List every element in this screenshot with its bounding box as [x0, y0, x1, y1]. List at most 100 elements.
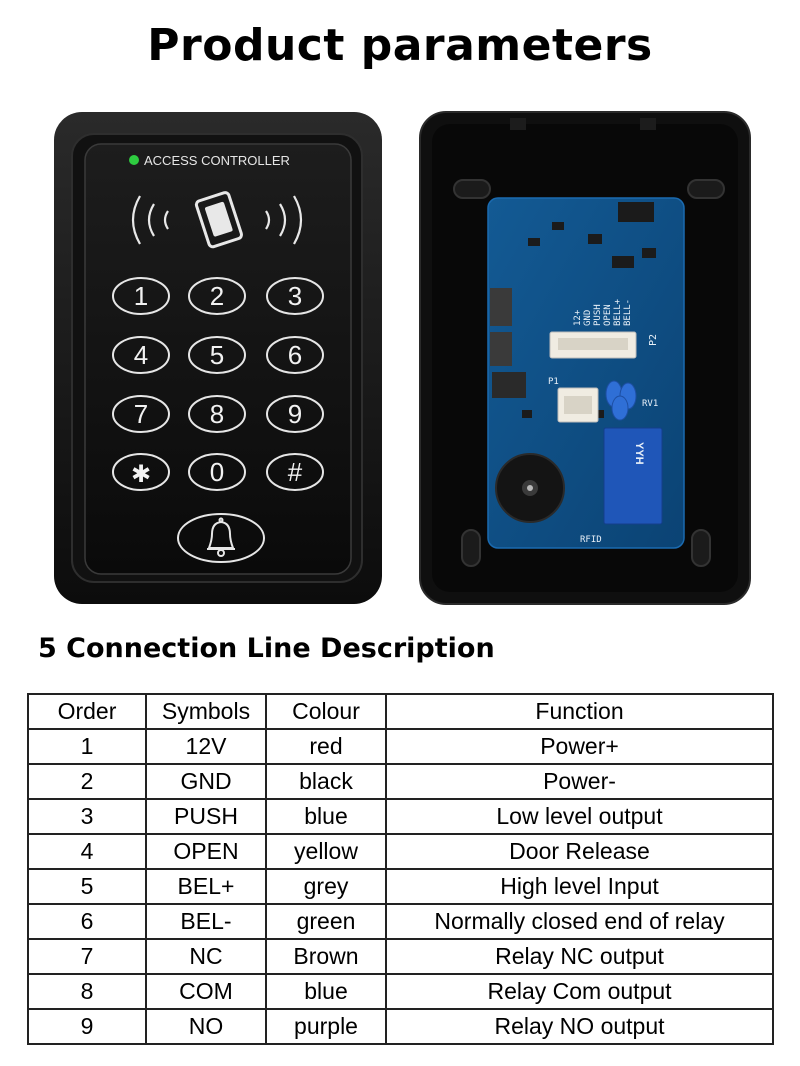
svg-text:RV1: RV1: [642, 399, 658, 409]
table-row: 6 BEL- green Normally closed end of rela…: [27, 903, 774, 940]
cell-function: Door Release: [385, 833, 774, 870]
table-row: 2 GND black Power-: [27, 763, 774, 800]
key-8[interactable]: 8: [188, 395, 246, 433]
cell-symbol: PUSH: [145, 798, 267, 835]
cell-colour: black: [265, 763, 387, 800]
bell-icon: [207, 517, 235, 557]
table-row: 3 PUSH blue Low level output: [27, 798, 774, 835]
mount-slot: [453, 179, 491, 199]
cell-symbol: COM: [145, 973, 267, 1010]
svg-text:1: 1: [134, 281, 148, 311]
potentiometer-rv1: [605, 380, 637, 421]
key-1[interactable]: 1: [112, 277, 170, 315]
svg-text:5: 5: [210, 340, 224, 370]
section-title: 5 Connection Line Description: [38, 633, 495, 664]
svg-text:12+: 12+: [573, 309, 583, 326]
cell-colour: grey: [265, 868, 387, 905]
cell-colour: green: [265, 903, 387, 940]
doorbell-button[interactable]: [177, 513, 265, 563]
key-hash[interactable]: #: [266, 453, 324, 491]
table-row: 9 NO purple Relay NO output: [27, 1008, 774, 1045]
svg-text:BELL-: BELL-: [623, 299, 633, 326]
header-function: Function: [385, 693, 774, 730]
svg-text:RFID: RFID: [580, 535, 602, 545]
svg-text:#: #: [288, 457, 303, 487]
cell-symbol: GND: [145, 763, 267, 800]
svg-text:9: 9: [288, 399, 302, 429]
header-symbols: Symbols: [145, 693, 267, 730]
svg-text:PUSH: PUSH: [593, 304, 603, 326]
cell-symbol: NC: [145, 938, 267, 975]
svg-text:P2: P2: [648, 334, 659, 346]
cell-colour: purple: [265, 1008, 387, 1045]
product-photo: ACCESS CONTROLLER 1 2: [54, 111, 751, 605]
svg-text:0: 0: [210, 457, 224, 487]
svg-text:6: 6: [288, 340, 302, 370]
cell-order: 4: [27, 833, 147, 870]
cell-order: 8: [27, 973, 147, 1010]
key-4[interactable]: 4: [112, 336, 170, 374]
keypad-brand-label: ACCESS CONTROLLER: [144, 153, 290, 168]
svg-text:BELL+: BELL+: [613, 298, 623, 326]
cell-symbol: BEL+: [145, 868, 267, 905]
cell-order: 6: [27, 903, 147, 940]
cell-function: Relay Com output: [385, 973, 774, 1010]
cell-colour: blue: [265, 798, 387, 835]
cell-order: 5: [27, 868, 147, 905]
cell-function: Power-: [385, 763, 774, 800]
table-header-row: Order Symbols Colour Function: [27, 693, 774, 730]
table-row: 4 OPEN yellow Door Release: [27, 833, 774, 870]
status-led-icon: [129, 155, 139, 165]
cell-function: Relay NC output: [385, 938, 774, 975]
cell-order: 7: [27, 938, 147, 975]
cell-function: High level Input: [385, 868, 774, 905]
cell-symbol: BEL-: [145, 903, 267, 940]
svg-text:OPEN: OPEN: [603, 304, 613, 326]
svg-text:P1: P1: [548, 377, 559, 387]
mount-slot: [687, 179, 725, 199]
rfid-card-icon: [131, 191, 303, 249]
mount-slot: [461, 529, 481, 567]
connector-p1: [557, 387, 599, 423]
cell-symbol: OPEN: [145, 833, 267, 870]
cell-order: 9: [27, 1008, 147, 1045]
svg-text:2: 2: [210, 281, 224, 311]
key-6[interactable]: 6: [266, 336, 324, 374]
svg-text:YYH: YYH: [633, 442, 645, 465]
table-row: 8 COM blue Relay Com output: [27, 973, 774, 1010]
key-star[interactable]: ✱: [112, 453, 170, 491]
key-5[interactable]: 5: [188, 336, 246, 374]
relay: YYH: [603, 427, 663, 525]
keypad-face: [84, 143, 352, 575]
svg-text:4: 4: [134, 340, 148, 370]
connector-p2: [549, 331, 637, 359]
cell-colour: yellow: [265, 833, 387, 870]
key-0[interactable]: 0: [188, 453, 246, 491]
header-colour: Colour: [265, 693, 387, 730]
device-back: 12+ GND PUSH OPEN BELL+ BELL- P2 P1 RV1: [419, 111, 751, 605]
cell-order: 2: [27, 763, 147, 800]
cell-function: Low level output: [385, 798, 774, 835]
svg-text:8: 8: [210, 399, 224, 429]
header-order: Order: [27, 693, 147, 730]
cell-colour: Brown: [265, 938, 387, 975]
key-7[interactable]: 7: [112, 395, 170, 433]
key-2[interactable]: 2: [188, 277, 246, 315]
svg-text:3: 3: [288, 281, 302, 311]
cell-colour: red: [265, 728, 387, 765]
key-9[interactable]: 9: [266, 395, 324, 433]
svg-text:7: 7: [134, 399, 148, 429]
page-title: Product parameters: [147, 20, 653, 71]
table-row: 7 NC Brown Relay NC output: [27, 938, 774, 975]
cell-colour: blue: [265, 973, 387, 1010]
keypad-device: ACCESS CONTROLLER 1 2: [54, 112, 382, 604]
mount-slot: [691, 529, 711, 567]
pcb-pin-labels: 12+ GND PUSH OPEN BELL+ BELL-: [573, 298, 633, 326]
buzzer: [495, 453, 565, 523]
cell-symbol: 12V: [145, 728, 267, 765]
table-row: 5 BEL+ grey High level Input: [27, 868, 774, 905]
cell-function: Relay NO output: [385, 1008, 774, 1045]
key-3[interactable]: 3: [266, 277, 324, 315]
cell-function: Power+: [385, 728, 774, 765]
table-row: 1 12V red Power+: [27, 728, 774, 765]
